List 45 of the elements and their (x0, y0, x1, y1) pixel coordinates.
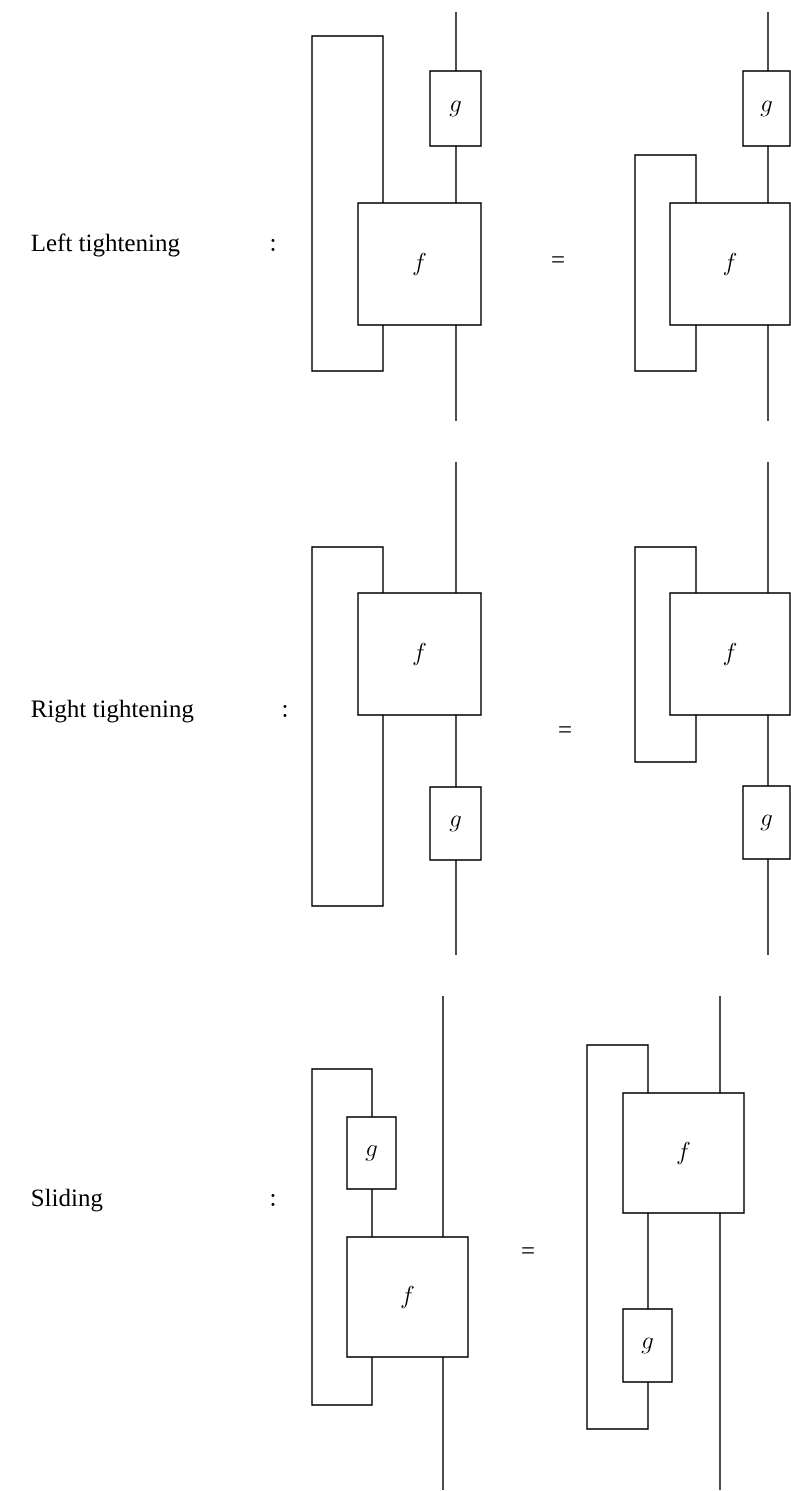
morphism-box: $f$ (669, 202, 791, 326)
morphism-box: $f$ (357, 202, 482, 326)
wire (311, 35, 384, 372)
wire (767, 145, 769, 204)
morphism-box: $g$ (429, 786, 482, 861)
row-label: Right tightening (31, 699, 194, 723)
equals-sign: = (522, 1247, 534, 1254)
wire (767, 324, 769, 422)
morphism-box: $f$ (346, 1236, 469, 1358)
wire (719, 1212, 721, 1491)
wire (442, 995, 444, 1238)
morphism-box: $g$ (346, 1116, 397, 1190)
colon: : (283, 704, 287, 718)
morphism-box: $f$ (357, 592, 482, 716)
wire (455, 714, 457, 788)
wire (311, 1068, 373, 1406)
row-label: Sliding (32, 1188, 103, 1212)
morphism-box: $f$ (669, 592, 791, 716)
wire (455, 324, 457, 422)
row-label: Left tightening (31, 233, 180, 257)
wire (647, 1212, 649, 1310)
equals-sign: = (552, 256, 564, 263)
wire (442, 1356, 444, 1491)
wire (767, 858, 769, 956)
morphism-box: $g$ (429, 70, 482, 147)
wire (455, 145, 457, 204)
morphism-box: $g$ (622, 1308, 673, 1383)
morphism-box: $g$ (742, 70, 791, 147)
wire (455, 859, 457, 956)
wire (719, 995, 721, 1094)
colon: : (271, 238, 275, 252)
wire (371, 1188, 373, 1238)
wire (767, 461, 769, 594)
wire (455, 461, 457, 594)
wire (767, 714, 769, 787)
morphism-box: $g$ (742, 785, 791, 860)
colon: : (271, 1193, 275, 1207)
morphism-box: $f$ (622, 1092, 745, 1214)
equals-sign: = (559, 726, 571, 733)
wire (634, 154, 697, 372)
wire (586, 1044, 649, 1430)
wire (767, 11, 769, 72)
wire (634, 546, 697, 763)
wire (455, 11, 457, 72)
wire (311, 546, 384, 907)
